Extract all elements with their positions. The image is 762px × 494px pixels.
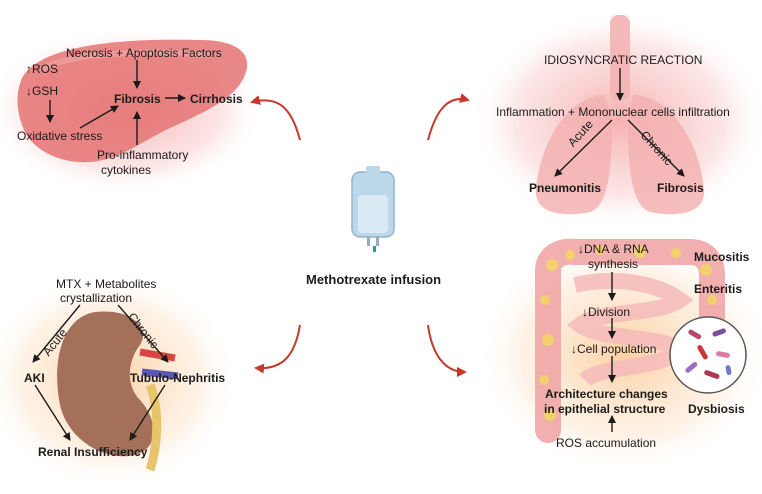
intestine-dna-rna: ↓DNA & RNA — [578, 242, 649, 256]
fat-deposits — [539, 245, 717, 421]
arrow-to-kidney — [254, 324, 301, 374]
intestine-architecture: Architecture changes — [545, 387, 668, 401]
intestine-epithelial: in epithelial structure — [544, 402, 666, 416]
kidney-renal-insufficiency: Renal Insufficiency — [38, 445, 148, 459]
kidney-aki: AKI — [24, 371, 45, 385]
liver-highlight — [38, 49, 211, 73]
intestine-enteritis: Enteritis — [694, 282, 743, 296]
lung-fibrosis: Fibrosis — [657, 181, 704, 195]
lung-inflammation: Inflammation + Mononuclear cells infiltr… — [496, 105, 730, 119]
kidney-shape — [57, 311, 154, 457]
intestine-cell-population: ↓Cell population — [571, 342, 657, 356]
intestine-dysbiosis: Dysbiosis — [688, 402, 745, 416]
kidney-crystallization: crystallization — [60, 291, 133, 305]
iv-bag-icon — [351, 166, 395, 252]
intestine-synthesis: synthesis — [588, 257, 639, 271]
microbiota-circle — [669, 316, 747, 394]
liver-cirrhosis: Cirrhosis — [190, 92, 243, 106]
trachea — [610, 15, 630, 100]
small-intestine — [566, 272, 694, 387]
liver-fibrosis: Fibrosis — [114, 92, 161, 106]
lung-idiosyncratic: IDIOSYNCRATIC REACTION — [544, 53, 703, 67]
arrow-to-intestine — [427, 324, 467, 377]
kidney-flow-arrows — [32, 304, 169, 441]
liver-necrosis: Necrosis + Apoptosis Factors — [66, 46, 222, 60]
lung-left — [535, 95, 612, 215]
renal-vein — [141, 368, 179, 380]
renal-artery — [139, 348, 176, 362]
intestine-mucositis: Mucositis — [694, 250, 750, 264]
center-title: Methotrexate infusion — [306, 272, 442, 287]
liver-oxidative: Oxidative stress — [17, 129, 103, 143]
arrow-to-lung — [427, 93, 470, 141]
liver-proinflammatory: Pro-inflammatory — [97, 148, 189, 162]
arrow-to-liver — [250, 95, 301, 141]
intestine-division: ↓Division — [582, 305, 631, 319]
kidney-tubulo-nephritis: Tubulo-Nephritis — [130, 371, 226, 385]
kidney-mtx: MTX + Metabolites — [56, 277, 157, 291]
lung-flow-arrows — [554, 68, 685, 177]
ureter — [145, 383, 162, 472]
intestine-ros-accumulation: ROS accumulation — [556, 436, 657, 450]
liver-cytokines: cytokines — [101, 163, 152, 177]
liver-flow-arrows — [46, 60, 186, 145]
liver-gsh: ↓GSH — [26, 84, 59, 98]
liver-shape — [17, 39, 248, 163]
lung-right — [628, 95, 705, 215]
bacteria-icons — [685, 328, 732, 379]
liver-ros: ↑ROS — [26, 62, 59, 76]
lung-pneumonitis: Pneumonitis — [529, 181, 602, 195]
